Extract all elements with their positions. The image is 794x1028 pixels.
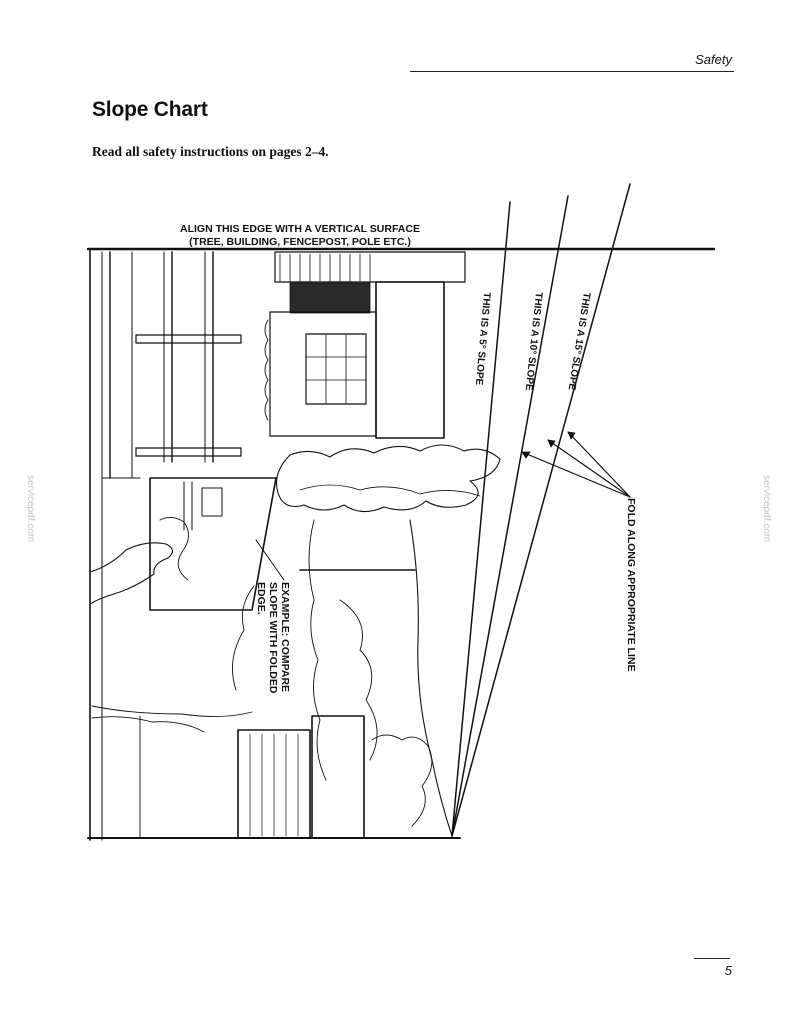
fold-arrow-2 [547, 439, 631, 498]
page-number: 5 [724, 963, 732, 978]
example-inset [149, 477, 277, 611]
slope-line-10 [451, 195, 569, 837]
example-pointer [255, 539, 285, 581]
align-label-line2: (TREE, BUILDING, FENCEPOST, POLE ETC.) [189, 236, 411, 248]
slope-label-15: THIS IS A 15° SLOPE [566, 292, 592, 392]
example-label-line2: SLOPE WITH FOLDED [267, 582, 279, 694]
example-label-line3: EDGE. [255, 582, 267, 615]
slope-line-5 [451, 201, 511, 837]
fold-label: FOLD ALONG APPROPRIATE LINE [625, 498, 637, 671]
page-title: Slope Chart [92, 98, 208, 121]
fold-arrow-1 [521, 451, 631, 498]
align-label-line1: ALIGN THIS EDGE WITH A VERTICAL SURFACE [180, 223, 420, 235]
slope-label-10: THIS IS A 10° SLOPE [523, 292, 544, 392]
slope-line-15 [451, 183, 631, 837]
section-header: Safety [695, 52, 732, 67]
safety-instructions: Read all safety instructions on pages 2–… [92, 144, 329, 159]
header-rule [410, 71, 734, 72]
fold-arrow-3 [567, 431, 631, 498]
slope-label-5: THIS IS A 5° SLOPE [473, 292, 492, 386]
fold-arrowheads [521, 431, 576, 459]
example-label-line1: EXAMPLE: COMPARE [279, 582, 291, 692]
footer-rule [694, 958, 730, 959]
